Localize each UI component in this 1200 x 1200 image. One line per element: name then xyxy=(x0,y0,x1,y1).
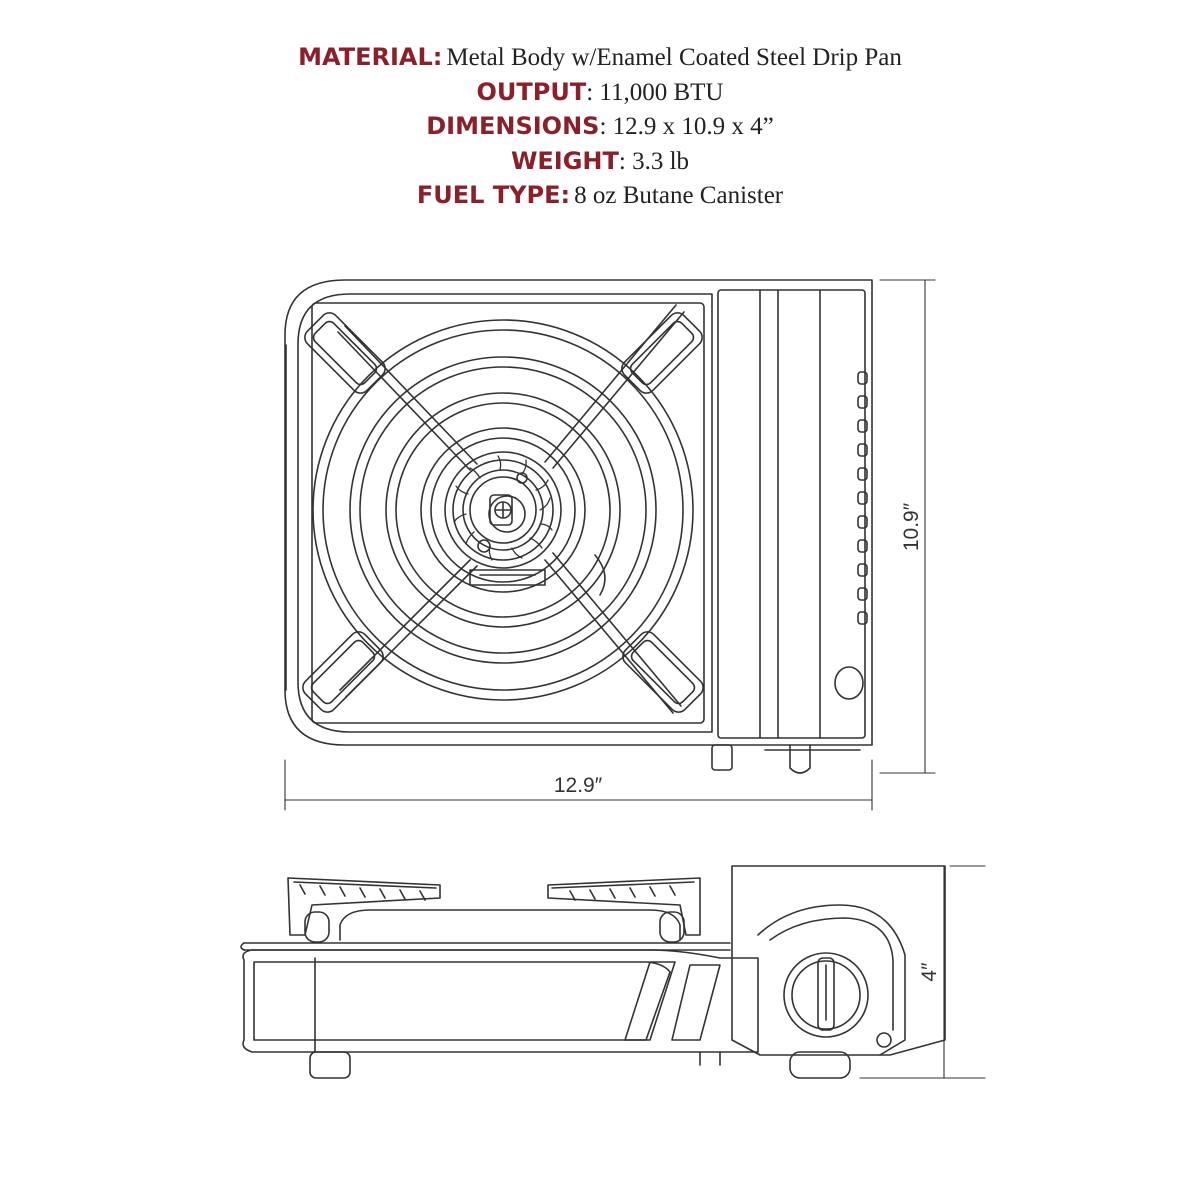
specs-block: MATERIAL: Metal Body w/Enamel Coated Ste… xyxy=(0,40,1200,213)
side-pot-supports xyxy=(287,877,701,936)
spec-label: MATERIAL: xyxy=(298,43,443,71)
spec-output: OUTPUT: 11,000 BTU xyxy=(0,75,1200,110)
side-clip-right xyxy=(659,911,685,943)
spec-material: MATERIAL: Metal Body w/Enamel Coated Ste… xyxy=(0,40,1200,75)
side-body xyxy=(242,949,759,1053)
dimension-lines-side xyxy=(859,865,986,1079)
knob-grip xyxy=(817,957,835,1031)
dim-depth-label: 10.9″ xyxy=(900,502,923,551)
side-canister-housing xyxy=(731,865,946,1056)
side-view xyxy=(240,865,946,1079)
side-drip-pan xyxy=(339,909,681,941)
side-foot-right xyxy=(789,1051,851,1079)
spec-value: : 11,000 BTU xyxy=(586,78,724,106)
spec-value: Metal Body w/Enamel Coated Steel Drip Pa… xyxy=(446,44,902,71)
spec-label: WEIGHT xyxy=(510,146,619,175)
spec-value: : 3.3 lb xyxy=(618,147,690,175)
igniter-bracket xyxy=(469,569,546,586)
valve-stem xyxy=(789,744,811,774)
dimension-lines-top xyxy=(284,279,936,811)
top-view-body-outline xyxy=(284,279,873,746)
canister-compartment xyxy=(717,289,868,739)
spec-label: FUEL TYPE: xyxy=(416,181,571,209)
control-knob-top xyxy=(834,666,864,700)
dim-height-label: 4″ xyxy=(918,962,941,982)
ring-gap-arc xyxy=(594,554,606,596)
spec-dimensions: DIMENSIONS: 12.9 x 10.9 x 4” xyxy=(0,109,1200,144)
top-view-inner-outline xyxy=(297,293,713,733)
drip-pan xyxy=(311,302,705,724)
spec-label: OUTPUT xyxy=(476,77,587,106)
side-foot-left xyxy=(309,1051,351,1079)
side-handle-slot xyxy=(624,961,676,1041)
grate-feet xyxy=(302,312,704,713)
spec-value: 8 oz Butane Canister xyxy=(574,182,784,209)
dim-width-label: 12.9″ xyxy=(554,774,603,797)
spec-fuel-type: FUEL TYPE: 8 oz Butane Canister xyxy=(0,178,1200,213)
spec-label: DIMENSIONS xyxy=(426,112,600,140)
top-view xyxy=(284,279,873,774)
burner-rings xyxy=(312,319,694,701)
pot-support-grate xyxy=(337,304,685,714)
side-control-knob xyxy=(783,952,869,1038)
spec-value: : 12.9 x 10.9 x 4” xyxy=(599,113,774,140)
burner-head xyxy=(453,455,553,561)
spec-weight: WEIGHT: 3.3 lb xyxy=(0,144,1200,179)
side-canister-curve xyxy=(757,904,906,1056)
foot-tab xyxy=(711,744,733,771)
side-clip-left xyxy=(304,911,330,943)
